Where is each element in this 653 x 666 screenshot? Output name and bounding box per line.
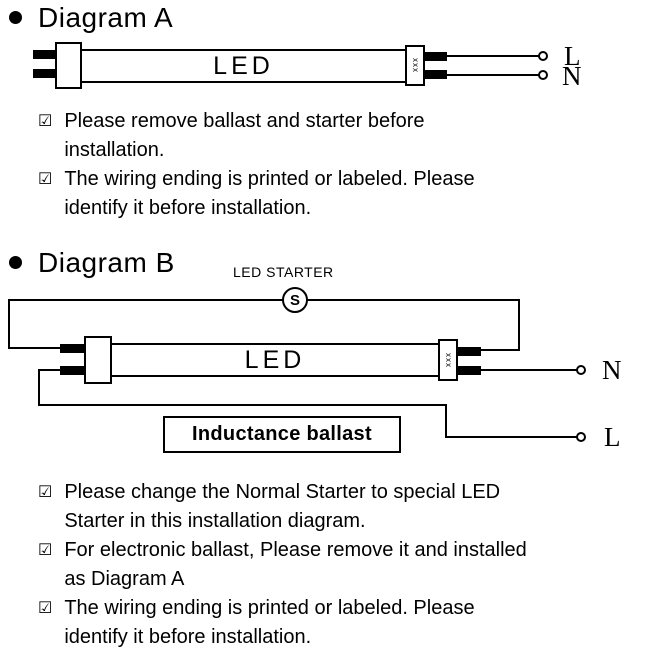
diagram-a-notes: ☑ Please remove ballast and starter befo… <box>38 107 623 223</box>
tube-b-label: LED <box>244 345 306 374</box>
diagram-b-heading: Diagram B <box>38 247 175 278</box>
led-starter-caption: LED STARTER <box>233 264 334 280</box>
terminal-a-n-label: N <box>562 61 582 91</box>
note-item: ☑ Please remove ballast and starter befo… <box>38 107 623 165</box>
note-text: For electronic ballast, Please remove it… <box>64 539 527 590</box>
diagram-a-bullet-icon <box>9 11 22 24</box>
tube-a-label: LED <box>213 51 274 80</box>
tube-a-left-cap <box>55 42 82 89</box>
wire-b-n <box>481 369 578 371</box>
tube-a-cap-marking: xxx <box>411 58 420 73</box>
note-item: ☑ The wiring ending is printed or labele… <box>38 594 633 652</box>
wire-b-loop-top-right <box>306 299 520 301</box>
checkbox-checked-icon: ☑ <box>38 600 53 617</box>
starter-symbol: S <box>282 287 308 313</box>
wire-a-l <box>447 55 539 57</box>
starter-letter: S <box>289 291 300 309</box>
terminal-a-n-circle <box>538 70 548 80</box>
checkbox-checked-icon: ☑ <box>38 171 53 188</box>
tube-b-right-pin-bottom <box>458 366 481 375</box>
diagram-b-bullet-icon <box>9 256 22 269</box>
diagram-a-heading: Diagram A <box>38 2 174 33</box>
note-text: Please remove ballast and starter before… <box>64 110 425 161</box>
tube-a-right-pin-bottom <box>424 70 447 79</box>
tube-b-left-cap <box>84 336 112 384</box>
tube-a-right-cap: xxx <box>405 45 425 86</box>
note-item: ☑ The wiring ending is printed or labele… <box>38 165 623 223</box>
terminal-b-n-circle <box>576 365 586 375</box>
wire-b-loop-right-vertical <box>518 299 520 351</box>
inductance-ballast-label: Inductance ballast <box>192 423 372 445</box>
wire-a-n <box>447 74 539 76</box>
note-item: ☑ Please change the Normal Starter to sp… <box>38 478 633 536</box>
terminal-b-n-label: N <box>602 355 622 385</box>
terminal-b-l-circle <box>576 432 586 442</box>
terminal-a-l-label: L <box>564 41 581 71</box>
diagram-b-notes: ☑ Please change the Normal Starter to sp… <box>38 478 633 652</box>
wire-b-ballast-4 <box>445 404 447 438</box>
tube-a-left-pin-top <box>33 50 57 59</box>
tube-a-body: LED <box>80 49 407 83</box>
tube-b-left-pin-top <box>60 344 86 353</box>
tube-b-left-pin-bottom <box>60 366 86 375</box>
tube-a-right-pin-top <box>424 52 447 61</box>
tube-b-right-cap: xxx <box>438 339 458 381</box>
checkbox-checked-icon: ☑ <box>38 484 53 501</box>
wire-b-loop-top-left <box>8 299 283 301</box>
wire-b-l <box>445 436 578 438</box>
inductance-ballast-box: Inductance ballast <box>163 416 401 453</box>
checkbox-checked-icon: ☑ <box>38 542 53 559</box>
wire-b-loop-left-horizontal <box>8 347 63 349</box>
terminal-b-l-label: L <box>604 422 621 452</box>
wire-b-loop-right-horizontal <box>481 349 520 351</box>
wire-b-loop-left-vertical <box>8 299 10 349</box>
note-text: Please change the Normal Starter to spec… <box>64 481 501 532</box>
note-text: The wiring ending is printed or labeled.… <box>64 168 475 219</box>
tube-b-body: LED <box>110 343 440 377</box>
wire-b-ballast-3 <box>38 404 447 406</box>
tube-a-left-pin-bottom <box>33 69 57 78</box>
note-item: ☑ For electronic ballast, Please remove … <box>38 536 633 594</box>
wire-b-ballast-1 <box>38 369 62 371</box>
wire-b-ballast-2 <box>38 369 40 406</box>
terminal-a-l-circle <box>538 51 548 61</box>
checkbox-checked-icon: ☑ <box>38 113 53 130</box>
tube-b-cap-marking: xxx <box>444 352 453 368</box>
note-text: The wiring ending is printed or labeled.… <box>64 597 475 648</box>
tube-b-right-pin-top <box>458 347 481 356</box>
